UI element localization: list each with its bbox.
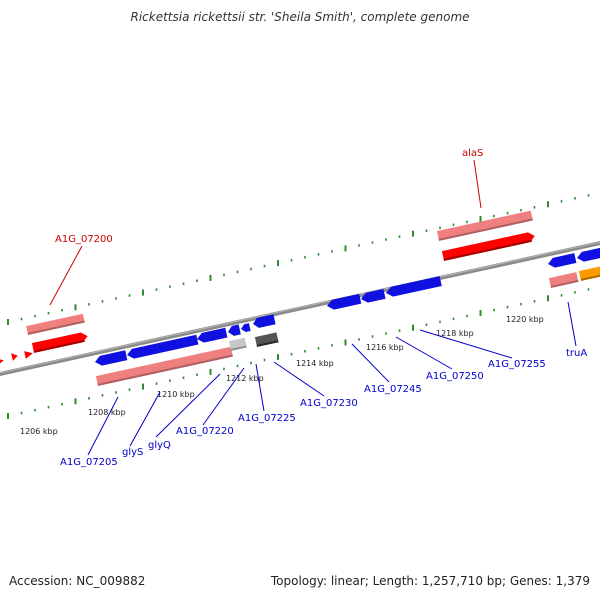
gene-leader-line bbox=[473, 159, 482, 209]
gene-leader-line bbox=[419, 329, 513, 359]
reverse-gene-feature[interactable] bbox=[196, 327, 228, 344]
forward-cds-feature[interactable] bbox=[436, 210, 533, 241]
forward-gene-feature[interactable] bbox=[11, 352, 19, 361]
accession-text: Accession: NC_009882 bbox=[9, 574, 146, 588]
gene-label[interactable]: A1G_07245 bbox=[364, 384, 422, 395]
map-title: Rickettsia rickettsii str. 'Sheila Smith… bbox=[130, 10, 470, 24]
reverse-gene-feature[interactable] bbox=[126, 334, 199, 360]
gene-leader-line bbox=[273, 361, 325, 397]
forward-gene-feature[interactable] bbox=[0, 356, 5, 366]
forward-gene-feature[interactable] bbox=[31, 331, 89, 353]
forward-cds-feature[interactable] bbox=[26, 313, 85, 335]
gene-leader-line bbox=[395, 336, 453, 370]
tick-label: 1216 kbp bbox=[366, 343, 404, 352]
gene-leader-line bbox=[202, 367, 245, 426]
genome-summary-text: Topology: linear; Length: 1,257,710 bp; … bbox=[270, 574, 590, 588]
reverse-gene-feature[interactable] bbox=[252, 314, 276, 328]
forward-gene-feature[interactable] bbox=[24, 349, 34, 359]
reverse-gene-feature[interactable] bbox=[360, 289, 386, 304]
gene-leader-line bbox=[129, 391, 161, 447]
tick-ruler bbox=[7, 194, 590, 419]
genome-backbone bbox=[0, 241, 600, 376]
gene-label[interactable]: A1G_07255 bbox=[488, 359, 546, 370]
gene-label[interactable]: A1G_07225 bbox=[238, 413, 296, 424]
reverse-cds-feature[interactable] bbox=[548, 272, 579, 288]
reverse-gene-feature[interactable] bbox=[547, 253, 577, 269]
gene-labels: A1G_07200 alaS A1G_07205 glyS glyQ A1G_07220 A… bbox=[49, 148, 587, 468]
tick-label: 1218 kbp bbox=[436, 329, 474, 338]
tick-label: 1210 kbp bbox=[157, 390, 195, 399]
genome-backbone-highlight bbox=[0, 241, 600, 374]
tick-label: 1214 kbp bbox=[296, 359, 334, 368]
orange-feature[interactable] bbox=[578, 264, 600, 281]
gene-label[interactable]: alaS bbox=[462, 148, 483, 159]
gene-label[interactable]: truA bbox=[566, 348, 587, 359]
gene-label[interactable]: glyQ bbox=[148, 440, 171, 451]
gene-label[interactable]: glyS bbox=[122, 447, 143, 458]
tick-label: 1212 kbp bbox=[226, 374, 264, 383]
reverse-gene-feature[interactable] bbox=[227, 324, 241, 337]
gene-label[interactable]: A1G_07200 bbox=[55, 234, 113, 245]
gene-label[interactable]: A1G_07250 bbox=[426, 371, 484, 382]
dark-feature[interactable] bbox=[254, 332, 279, 347]
gene-leader-line bbox=[567, 301, 577, 347]
reverse-gene-feature[interactable] bbox=[326, 293, 362, 311]
tick-label: 1220 kbp bbox=[506, 315, 544, 324]
reverse-gene-feature[interactable] bbox=[240, 323, 251, 333]
tick-labels: 1206 kbp 1208 kbp 1210 kbp 1212 kbp 1214 kbp… bbox=[20, 315, 544, 436]
tick-label: 1206 kbp bbox=[20, 427, 58, 436]
reverse-cds-feature[interactable] bbox=[95, 346, 233, 386]
gene-leader-line bbox=[351, 343, 390, 383]
gene-leader-line bbox=[87, 396, 119, 456]
gene-leader-line bbox=[155, 373, 221, 438]
other-feature[interactable] bbox=[228, 337, 247, 351]
forward-gene-feature[interactable] bbox=[441, 231, 536, 261]
forward-features bbox=[0, 210, 536, 366]
gene-label[interactable]: A1G_07205 bbox=[60, 457, 118, 468]
gene-leader-line bbox=[49, 245, 83, 306]
tick-label: 1208 kbp bbox=[88, 408, 126, 417]
reverse-gene-feature[interactable] bbox=[385, 276, 442, 298]
gene-leader-line bbox=[255, 363, 265, 412]
gene-label[interactable]: A1G_07220 bbox=[176, 426, 234, 437]
reverse-gene-feature[interactable] bbox=[94, 350, 128, 367]
gene-label[interactable]: A1G_07230 bbox=[300, 398, 358, 409]
